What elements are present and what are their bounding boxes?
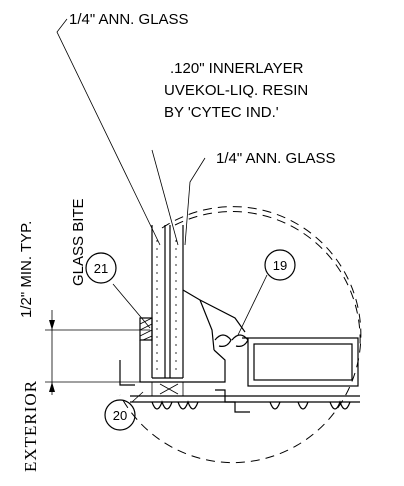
detail-circle-boundary (119, 206, 362, 464)
label-inner-glass: 1/4" ANN. GLASS (216, 150, 336, 167)
leader-lines (56, 18, 268, 403)
svg-text:21: 21 (94, 261, 108, 276)
label-interlayer-line1: .120" INNERLAYER (170, 60, 304, 77)
label-interlayer-line3: BY 'CYTEC IND.' (164, 104, 279, 121)
frame-profile (119, 289, 360, 413)
label-outer-glass: 1/4" ANN. GLASS (69, 11, 189, 28)
glazing-tape (139, 317, 153, 341)
label-interlayer-line2: UVEKOL-LIQ. RESIN (164, 82, 308, 99)
callout-20: 20 (104, 399, 136, 431)
glass-bite-dimension (45, 310, 150, 395)
laminated-glass (151, 225, 184, 379)
svg-text:19: 19 (273, 258, 287, 273)
svg-text:20: 20 (113, 408, 127, 423)
label-min-typ: 1/2" MIN. TYP. (18, 221, 35, 318)
label-exterior: EXTERIOR (21, 380, 40, 472)
label-glass-bite: GLASS BITE (70, 198, 87, 286)
callout-19: 19 (264, 249, 296, 281)
callout-21: 21 (85, 252, 117, 284)
